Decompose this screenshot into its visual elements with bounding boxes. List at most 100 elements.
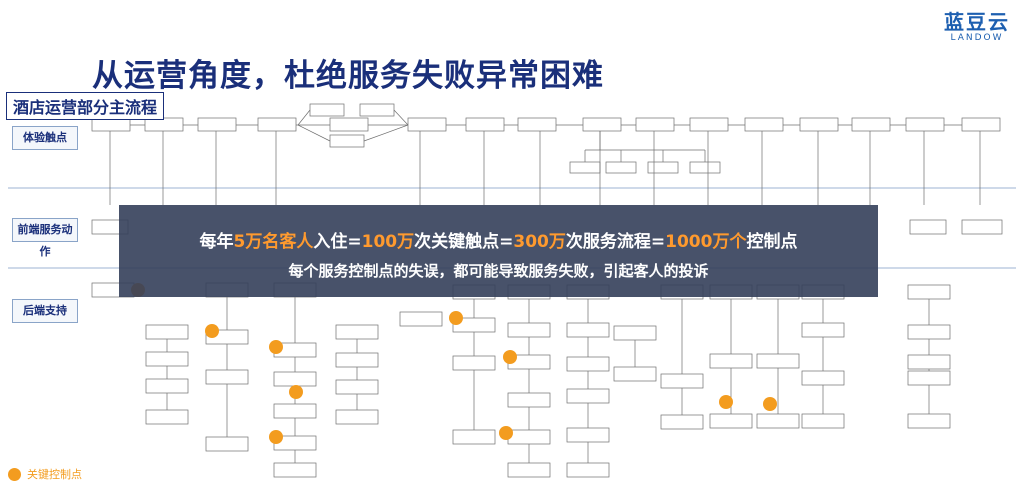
flow-step (582, 117, 622, 132)
flow-step (145, 378, 189, 394)
key-control-point-marker (719, 395, 733, 409)
flow-connector (297, 124, 331, 142)
flow-step (635, 117, 675, 132)
key-control-point-marker (503, 350, 517, 364)
flow-step (507, 462, 551, 478)
flow-step (465, 117, 505, 132)
flow-step (907, 354, 951, 370)
key-control-point-marker (499, 426, 513, 440)
lane-label-backend: 后端支持 (12, 299, 78, 323)
flow-step (709, 353, 753, 369)
flow-step (273, 462, 317, 478)
flow-step (566, 462, 610, 478)
key-control-point-marker (205, 324, 219, 338)
flow-step (335, 352, 379, 368)
flow-step (756, 353, 800, 369)
overlay-segment: 每年 (199, 232, 234, 252)
flow-step (907, 284, 951, 300)
brand-name-en: LANDOW (950, 33, 1004, 43)
flow-step (905, 117, 945, 132)
flow-step (399, 311, 443, 327)
key-control-point-marker (289, 385, 303, 399)
flow-step (709, 413, 753, 429)
flow-step (907, 324, 951, 340)
flow-step (257, 117, 297, 132)
flow-step (452, 429, 496, 445)
flow-step (145, 351, 189, 367)
flow-step (909, 219, 947, 235)
flow-connector (363, 124, 409, 142)
overlay-segment: 1000万个 (665, 232, 747, 252)
overlay-segment: 100万 (361, 232, 415, 252)
flow-step (145, 409, 189, 425)
flow-step (660, 373, 704, 389)
flow-step (566, 427, 610, 443)
flow-step (647, 161, 679, 174)
key-control-point-icon (8, 467, 21, 481)
flow-step (335, 379, 379, 395)
flow-step (205, 436, 249, 452)
overlay-segment: 300万 (513, 232, 566, 252)
flow-step (801, 322, 845, 338)
flow-step (744, 117, 784, 132)
section-subtitle: 酒店运营部分主流程 (6, 92, 165, 120)
overlay-segment: 次关键触点= (414, 232, 514, 252)
flow-step (507, 429, 551, 445)
flow-step (801, 413, 845, 429)
flow-step (660, 414, 704, 430)
flow-step (756, 413, 800, 429)
flow-step (566, 356, 610, 372)
overlay-line-1: 每年5万名客人入住=100万次关键触点=300万次服务流程=1000万个控制点 (119, 227, 878, 252)
flow-step (329, 117, 369, 132)
flow-step (329, 134, 365, 148)
flow-step (605, 161, 637, 174)
flow-step (359, 103, 395, 117)
flow-step (273, 371, 317, 387)
flow-step (907, 370, 951, 386)
flow-step (566, 388, 610, 404)
flow-step (566, 322, 610, 338)
lane-label-touchpoint: 体验触点 (12, 126, 78, 150)
flow-step (507, 392, 551, 408)
overlay-segment: 控制点 (746, 232, 798, 252)
flow-step (961, 117, 1001, 132)
flow-connector (297, 109, 311, 126)
flow-step (569, 161, 601, 174)
flow-step (205, 369, 249, 385)
flow-step (851, 117, 891, 132)
flow-step (799, 117, 839, 132)
key-control-point-marker (269, 430, 283, 444)
overlay-line-2: 每个服务控制点的失误，都可能导致服务失败，引起客人的投诉 (288, 262, 709, 280)
flow-step (335, 324, 379, 340)
flow-step (613, 325, 657, 341)
flow-step (613, 366, 657, 382)
flow-step (689, 117, 729, 132)
brand-name-cn: 蓝豆云 (944, 10, 1010, 34)
flow-connector (393, 109, 409, 126)
lane-label-frontend: 前端服务动作 (12, 218, 78, 258)
flow-step (507, 322, 551, 338)
overlay-segment: 5万名客人 (233, 232, 314, 252)
legend: 关键控制点 (8, 466, 82, 482)
flow-step (273, 403, 317, 419)
overlay-segment: 入住= (313, 232, 362, 252)
key-control-point-marker (269, 340, 283, 354)
flow-step (309, 103, 345, 117)
legend-label: 关键控制点 (27, 468, 82, 481)
flow-step (517, 117, 557, 132)
overlay-segment: 次服务流程= (565, 232, 666, 252)
flow-step (407, 117, 447, 132)
flow-step (801, 370, 845, 386)
flow-step (961, 219, 1003, 235)
flow-step (689, 161, 721, 174)
flow-step (197, 117, 237, 132)
stats-overlay: 每年5万名客人入住=100万次关键触点=300万次服务流程=1000万个控制点 … (119, 205, 878, 297)
flow-step (145, 324, 189, 340)
brand-logo: 蓝豆云 LANDOW (944, 6, 1010, 43)
flow-step (452, 355, 496, 371)
page-title: 从运营角度，杜绝服务失败异常困难 (92, 58, 604, 94)
flow-step (907, 413, 951, 429)
key-control-point-marker (763, 397, 777, 411)
flow-step (335, 409, 379, 425)
key-control-point-marker (449, 311, 463, 325)
